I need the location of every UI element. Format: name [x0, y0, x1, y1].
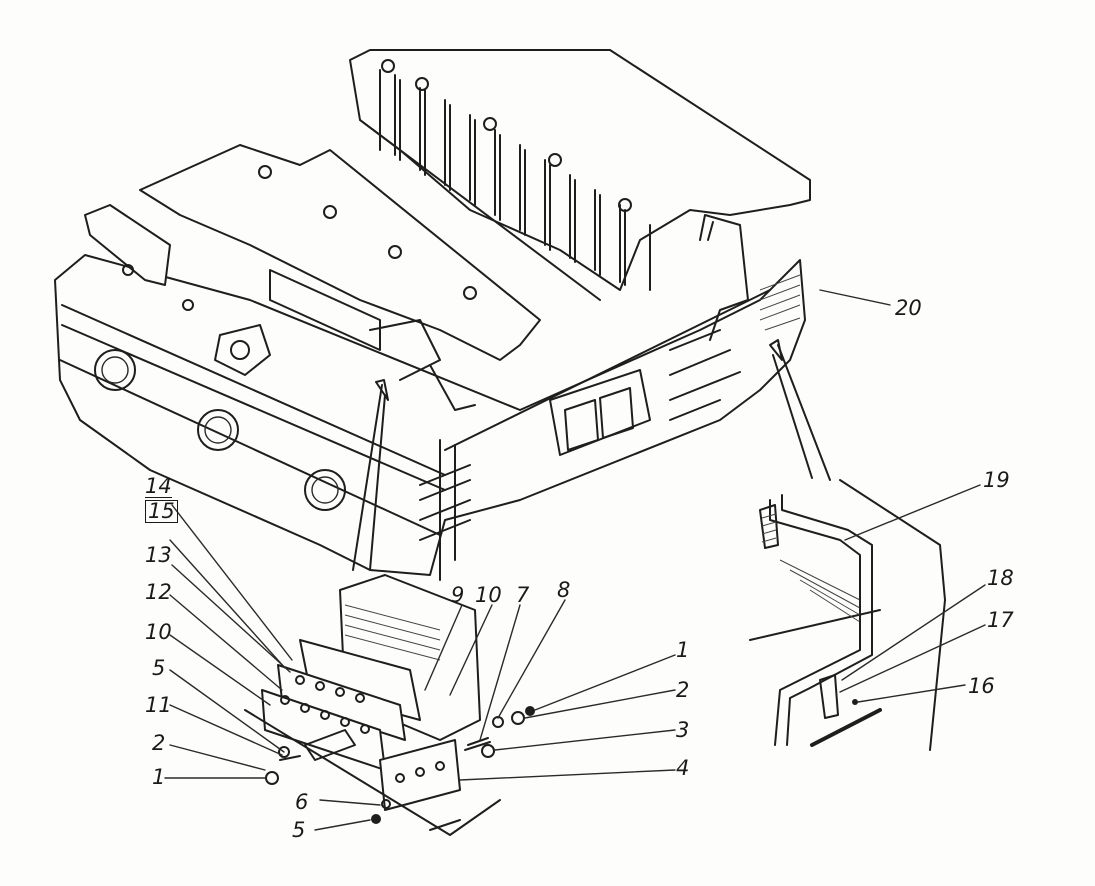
callout-5-upper: 5	[152, 656, 166, 680]
callout-20: 20	[895, 296, 922, 320]
callout-12: 12	[145, 580, 172, 604]
callout-17: 17	[987, 608, 1014, 632]
callout-2-right: 2	[676, 678, 690, 702]
callout-7: 7	[516, 583, 530, 607]
vent-left	[94, 349, 136, 391]
callout-6: 6	[295, 790, 309, 814]
assembly-arrows	[352, 339, 831, 571]
callout-19: 19	[983, 468, 1010, 492]
switch-block	[549, 369, 651, 456]
callout-14: 14	[145, 474, 172, 498]
callout-11: 11	[145, 693, 172, 717]
callout-8: 8	[557, 578, 571, 602]
callout-5-lower: 5	[292, 818, 306, 842]
callout-3: 3	[676, 718, 690, 742]
callout-1-right: 1	[676, 638, 690, 662]
callout-4: 4	[676, 756, 690, 780]
callout-15: 15	[145, 500, 178, 523]
leader-lines	[164, 289, 986, 831]
callout-13: 13	[145, 543, 172, 567]
callout-2-left: 2	[152, 731, 166, 755]
callout-16: 16	[968, 674, 995, 698]
vent-right	[304, 469, 346, 511]
callout-10-top: 10	[475, 583, 502, 607]
vent-middle	[197, 409, 239, 451]
terminal-block-assembly	[244, 574, 535, 836]
callout-18: 18	[987, 566, 1014, 590]
hose-detail	[749, 479, 946, 751]
main-housing	[54, 49, 811, 581]
callout-10-left: 10	[145, 620, 172, 644]
callout-1-left: 1	[152, 765, 166, 789]
callout-9: 9	[451, 583, 465, 607]
